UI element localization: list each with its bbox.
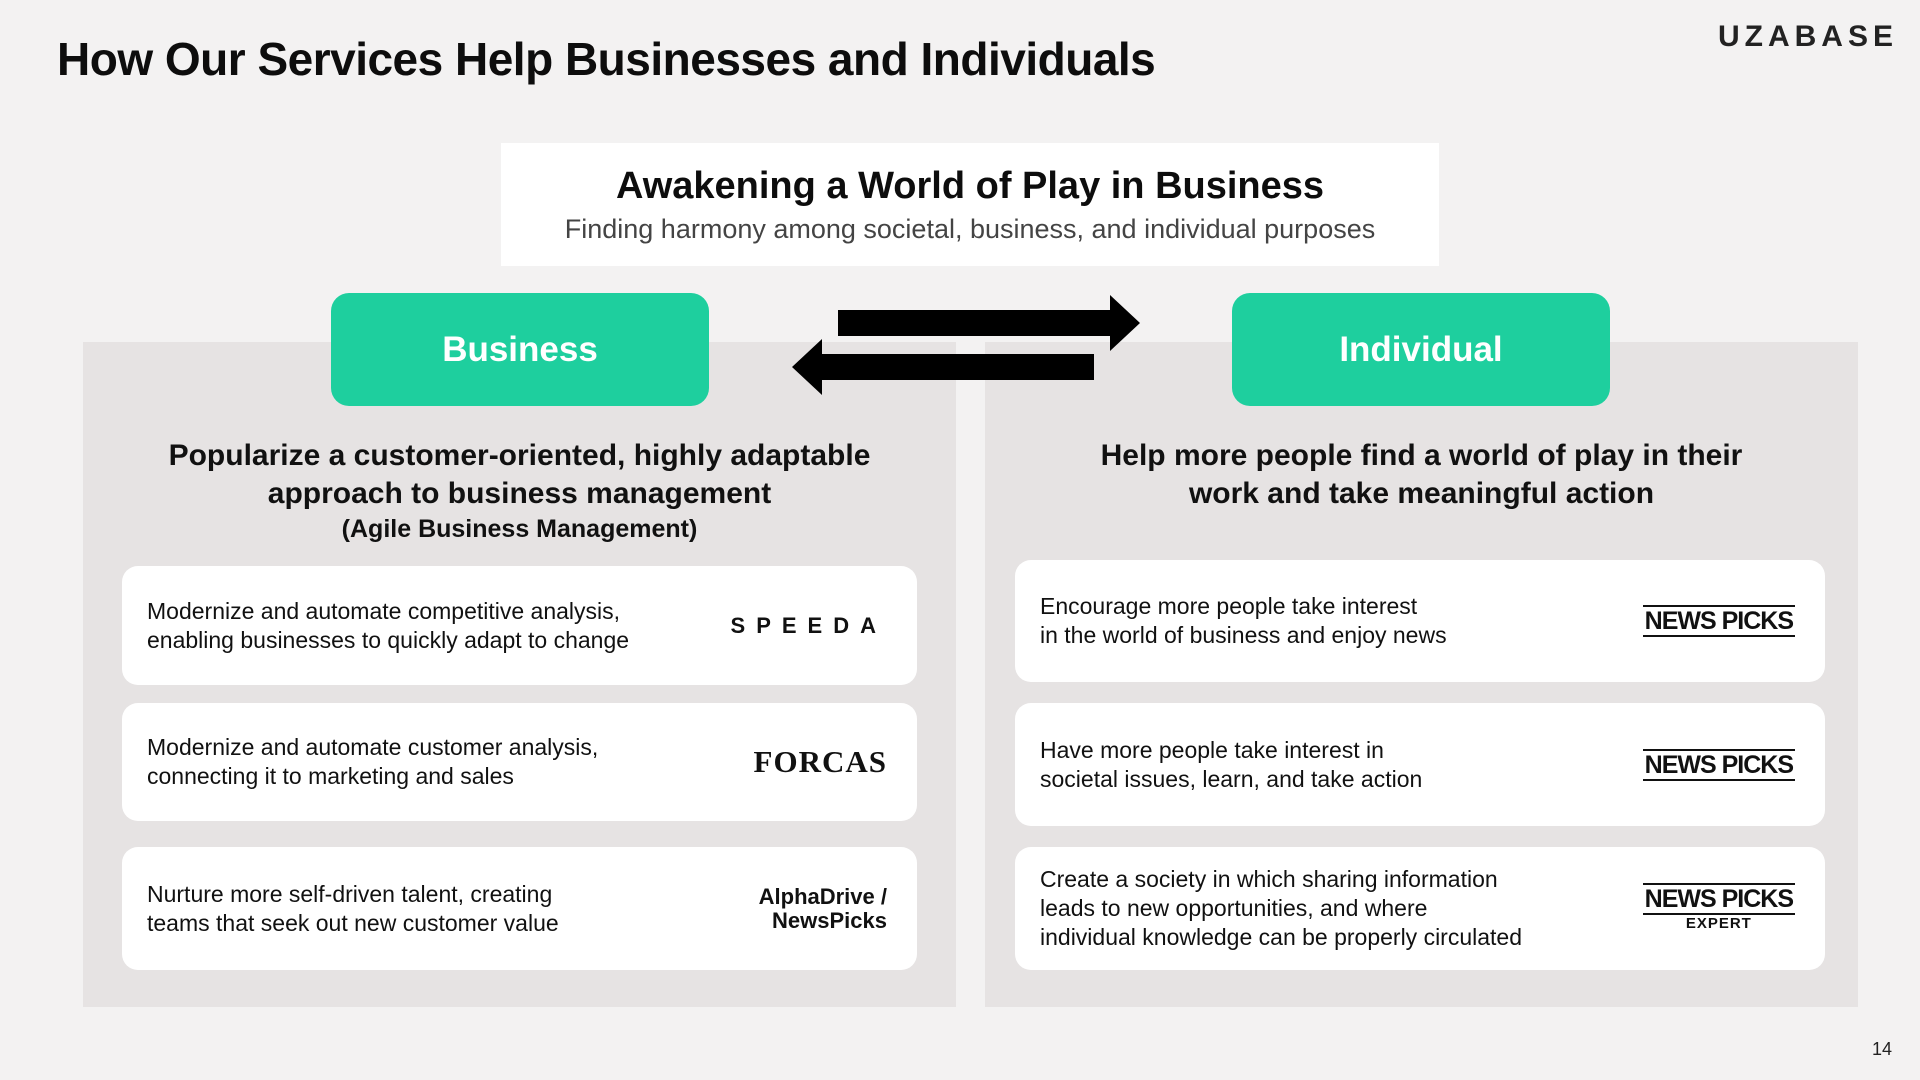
individual-mission-line: Help more people find a world of play in… (1100, 439, 1743, 472)
description-line: societal issues, learn, and take action (1040, 765, 1423, 792)
individual-mission: Help more people find a world of play in… (1002, 437, 1841, 513)
service-card-speeda: Modernize and automate competitive analy… (122, 566, 917, 685)
logo-line: AlphaDrive / (758, 883, 887, 909)
brand-logo: UZABASE (1717, 20, 1898, 53)
newspicks-expert-logo: NEWS PICKS EXPERT (1642, 882, 1795, 932)
service-description: Create a society in which sharing inform… (1040, 865, 1522, 952)
business-mission-line: Popularize a customer-oriented, highly a… (168, 439, 871, 472)
forcas-logo: FORCAS (753, 744, 887, 779)
description-line: leads to new opportunities, and where (1040, 895, 1428, 921)
service-card-newspicks: Encourage more people take interest in t… (1015, 560, 1825, 682)
description-line: Modernize and automate customer analysis… (147, 734, 599, 760)
description-line: individual knowledge can be properly cir… (1040, 924, 1523, 950)
business-pill: Business (331, 293, 709, 406)
service-description: Encourage more people take interest in t… (1040, 592, 1447, 650)
newspicks-wordmark: NEWS PICKS (1642, 882, 1795, 915)
description-line: in the world of business and enjoy news (1040, 622, 1447, 648)
individual-pill: Individual (1232, 293, 1610, 406)
service-description: Nurture more self-driven talent, creatin… (147, 880, 559, 938)
service-card-newspicks: Have more people take interest in societ… (1015, 703, 1825, 826)
page-title: How Our Services Help Businesses and Ind… (57, 33, 1156, 85)
service-card-alphadrive: Nurture more self-driven talent, creatin… (122, 847, 917, 970)
description-line: Create a society in which sharing inform… (1040, 866, 1498, 892)
description-line: Have more people take interest in (1040, 736, 1384, 763)
business-mission-line: approach to business management (267, 477, 772, 510)
business-mission-note: (Agile Business Management) (341, 515, 698, 543)
logo-line: NewsPicks (772, 907, 887, 933)
individual-mission-line: work and take meaningful action (1188, 477, 1655, 510)
description-line: Modernize and automate competitive analy… (147, 597, 621, 624)
description-line: Nurture more self-driven talent, creatin… (147, 880, 553, 907)
expert-label: EXPERT (1685, 914, 1752, 932)
vision-title: Awakening a World of Play in Business (615, 165, 1325, 207)
newspicks-wordmark: NEWS PICKS (1642, 605, 1795, 637)
service-description: Modernize and automate customer analysis… (147, 733, 598, 791)
service-description: Have more people take interest in societ… (1040, 736, 1422, 794)
description-line: teams that seek out new customer value (147, 909, 559, 936)
newspicks-logo: NEWS PICKS (1642, 748, 1795, 781)
exchange-arrows-icon (792, 295, 1140, 395)
business-mission: Popularize a customer-oriented, highly a… (100, 437, 939, 545)
vision-banner: Awakening a World of Play in Business Fi… (501, 143, 1439, 266)
service-description: Modernize and automate competitive analy… (147, 597, 629, 655)
page-number: 14 (1871, 1039, 1892, 1059)
service-card-newspicks-expert: Create a society in which sharing inform… (1015, 847, 1825, 970)
newspicks-logo: NEWS PICKS (1642, 605, 1795, 637)
service-card-forcas: Modernize and automate customer analysis… (122, 703, 917, 821)
vision-subtitle: Finding harmony among societal, business… (564, 214, 1376, 244)
description-line: Encourage more people take interest (1040, 593, 1418, 619)
speeda-logo: SPEEDA (730, 612, 887, 638)
alphadrive-newspicks-logo: AlphaDrive / NewsPicks (758, 883, 887, 933)
description-line: connecting it to marketing and sales (147, 763, 514, 789)
newspicks-wordmark: NEWS PICKS (1642, 748, 1795, 781)
description-line: enabling businesses to quickly adapt to … (147, 626, 630, 653)
